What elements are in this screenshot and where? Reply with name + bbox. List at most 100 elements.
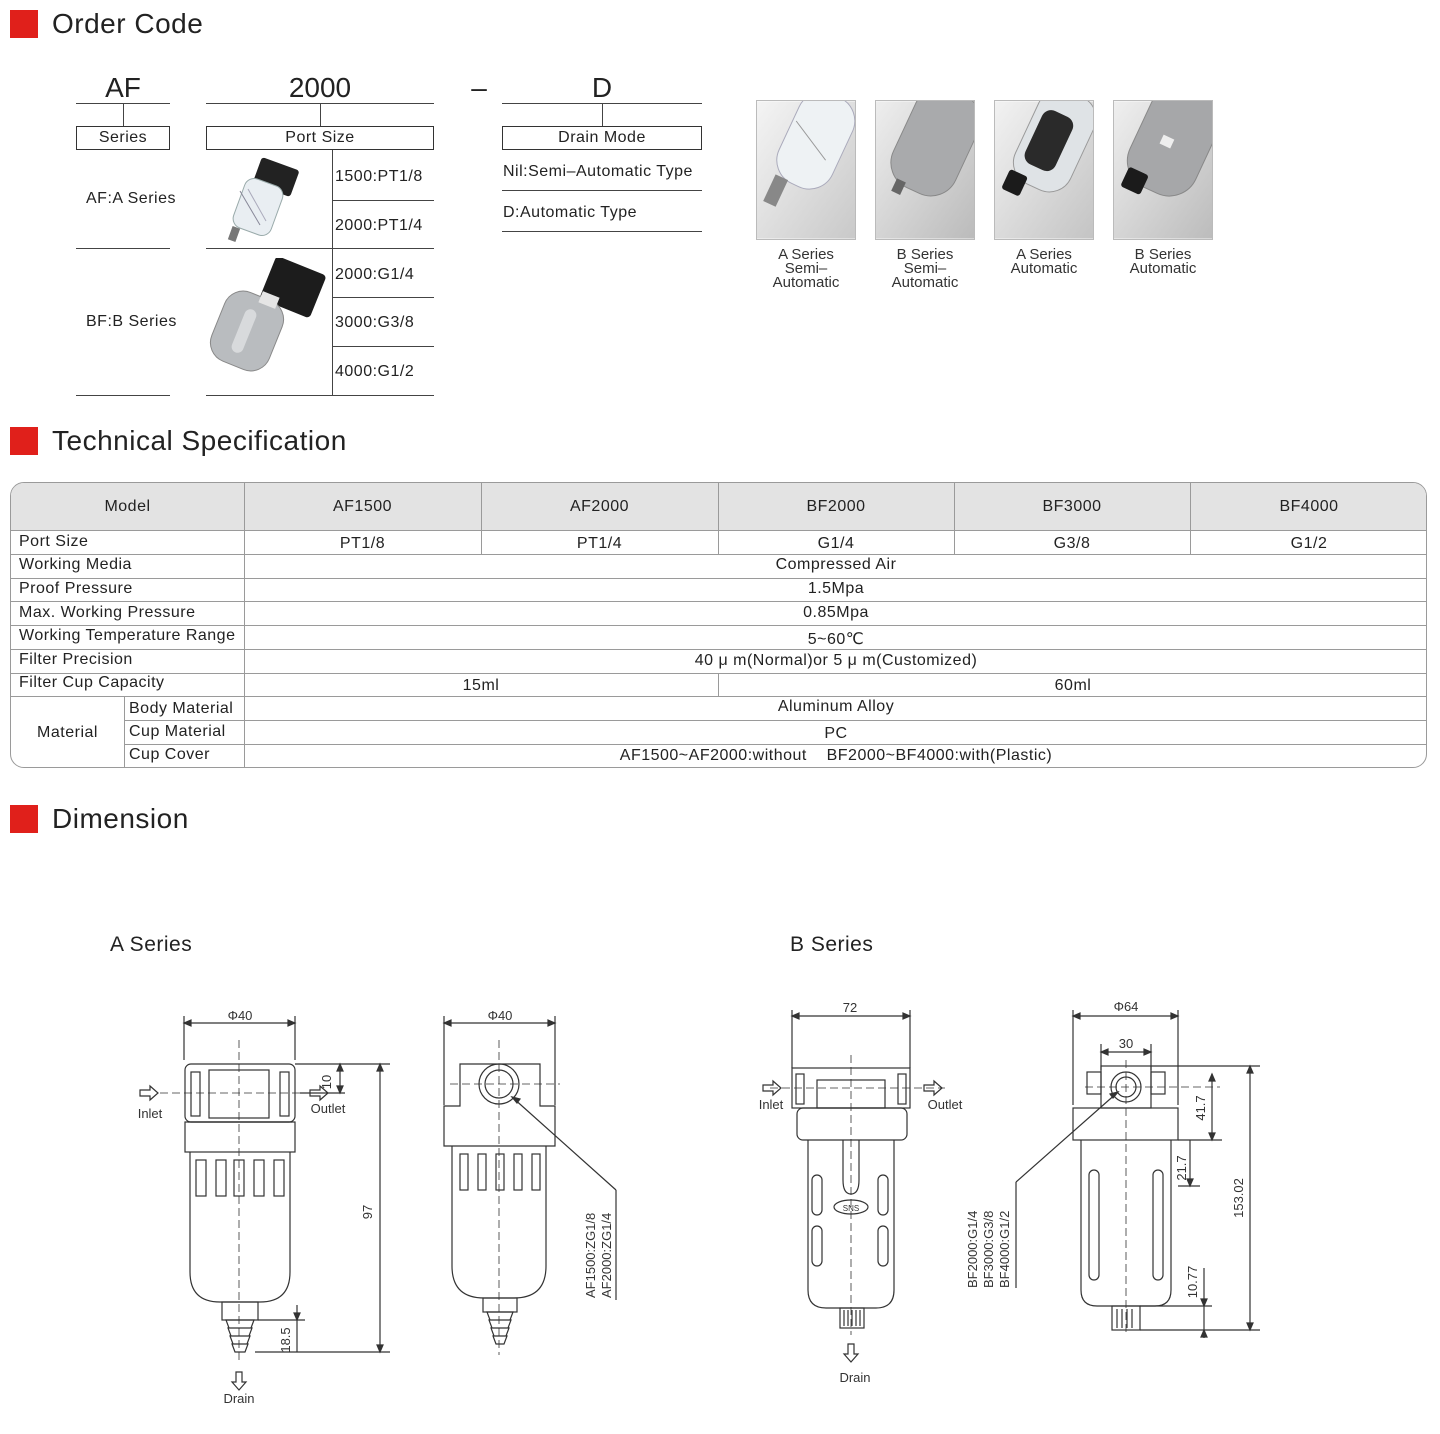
col-divider [954,483,955,554]
port-size-value: G3/8 [1053,535,1091,552]
row-divider [11,649,1426,650]
port-column-divider [332,150,333,396]
max-pressure-label: Max. Working Pressure [19,604,196,621]
series-a-label: AF:A Series [86,190,176,207]
row-divider [11,601,1426,602]
header-model: Model [104,498,151,515]
drain-semi-auto: Nil:Semi–Automatic Type [503,163,693,180]
spec-table: Model AF1500 AF2000 BF2000 BF3000 BF4000… [10,482,1427,768]
a-side-width: Φ40 [488,1008,513,1023]
filter-value: 40 μ m(Normal)or 5 μ m(Customized) [694,652,978,669]
b-series-side-drawing: Φ64 30 41.7 21.7 153.02 10.77 BF2000:G1/… [965,999,1260,1338]
body-material-value: Aluminum Alloy [777,698,895,715]
b-side-port1: BF2000:G1/4 [965,1211,980,1288]
row-divider [11,673,1426,674]
code-d: D [591,72,613,103]
cup-cap-b-value: 60ml [1054,677,1092,694]
inlet-label: Inlet [759,1097,784,1112]
photo-caption: A Series Semi– Automatic [772,246,840,291]
a-side-port1: AF1500:ZG1/8 [583,1213,598,1298]
b-side-port3: BF4000:G1/2 [997,1211,1012,1288]
photo-caption: B Series Automatic [1129,246,1197,277]
col-divider [718,483,719,554]
working-media-value: Compressed Air [775,556,897,573]
port-option: 2000:G1/4 [335,266,415,283]
row-divider [332,297,434,298]
col-divider [718,673,719,696]
header-model-name: BF2000 [806,498,866,515]
port-size-value: G1/4 [817,535,855,552]
b-series-semi-auto-photo [875,100,975,240]
body-material-label: Body Material [129,700,234,717]
outlet-label: Outlet [311,1101,346,1116]
section-marker [10,10,38,38]
b-side-height: 153.02 [1231,1178,1246,1218]
row-divider [502,190,702,191]
port-option: 3000:G3/8 [335,314,415,331]
b-side-bottom: 10.77 [1185,1266,1200,1299]
cup-cap-label: Filter Cup Capacity [19,674,165,691]
header-model-name: AF1500 [332,498,393,515]
col-divider [1190,483,1191,554]
b-side-d1: 41.7 [1193,1095,1208,1120]
dimension-title: Dimension [52,803,189,834]
a-front-width: Φ40 [228,1008,253,1023]
row-divider [124,720,1426,721]
row-divider [11,696,1426,697]
a-front-height-dim: 97 [360,1205,375,1219]
a-series-side-drawing: Φ40 AF1500:ZG1/8 AF2000:ZG1/4 [442,1008,617,1355]
row-divider [11,625,1426,626]
section-marker [10,427,38,455]
row-divider [76,248,170,249]
max-pressure-value: 0.85Mpa [803,604,869,621]
code-af: AF [105,72,141,103]
drain-auto: D:Automatic Type [503,204,637,221]
port-option: 2000:PT1/4 [335,217,423,234]
photo-caption: B Series Semi– Automatic [891,246,959,291]
drain-label: Drain [839,1370,870,1385]
working-media-label: Working Media [19,556,132,573]
col-divider [481,483,482,554]
series-b-label: BF:B Series [86,313,177,330]
outlet-label: Outlet [928,1097,963,1112]
cup-material-label: Cup Material [129,723,226,740]
proof-pressure-label: Proof Pressure [19,580,133,597]
port-size-label: Port Size [19,533,89,550]
header-model-name: BF3000 [1042,498,1102,515]
a-series-semi-auto-photo [756,100,856,240]
b-side-d2: 21.7 [1174,1155,1189,1180]
row-divider [332,346,434,347]
row-divider [502,231,702,232]
connector-line [602,103,603,127]
inlet-label: Inlet [138,1106,163,1121]
row-divider [206,248,434,249]
port-size-value: G1/2 [1290,535,1328,552]
code-dash: – [471,72,487,103]
connector-line [320,103,321,127]
port-size-box: Port Size [206,126,434,150]
header-model-name: BF4000 [1279,498,1339,515]
code-size: 2000 [288,72,352,103]
a-front-bottom-dim: 18.5 [278,1327,293,1352]
b-front-width: 72 [843,1000,857,1015]
sns-logo: SNS [843,1204,859,1213]
material-label: Material [37,724,98,741]
cup-material-value: PC [824,725,848,742]
b-series-title: B Series [790,933,874,956]
b-side-width: Φ64 [1114,999,1139,1014]
header-model-name: AF2000 [569,498,630,515]
a-side-port2: AF2000:ZG1/4 [599,1213,614,1298]
photo-caption: A Series Automatic [1010,246,1078,277]
row-divider [332,200,434,201]
temp-value: 5~60℃ [807,631,865,648]
b-series-product-image [209,258,326,372]
series-box: Series [76,126,170,150]
row-divider [11,578,1426,579]
filter-label: Filter Precision [19,651,133,668]
b-side-inner: 30 [1119,1036,1133,1051]
row-divider [76,395,170,396]
port-size-value: PT1/8 [339,535,386,552]
proof-pressure-value: 1.5Mpa [807,580,865,597]
drain-mode-box: Drain Mode [502,126,702,150]
connector-line [123,103,124,127]
